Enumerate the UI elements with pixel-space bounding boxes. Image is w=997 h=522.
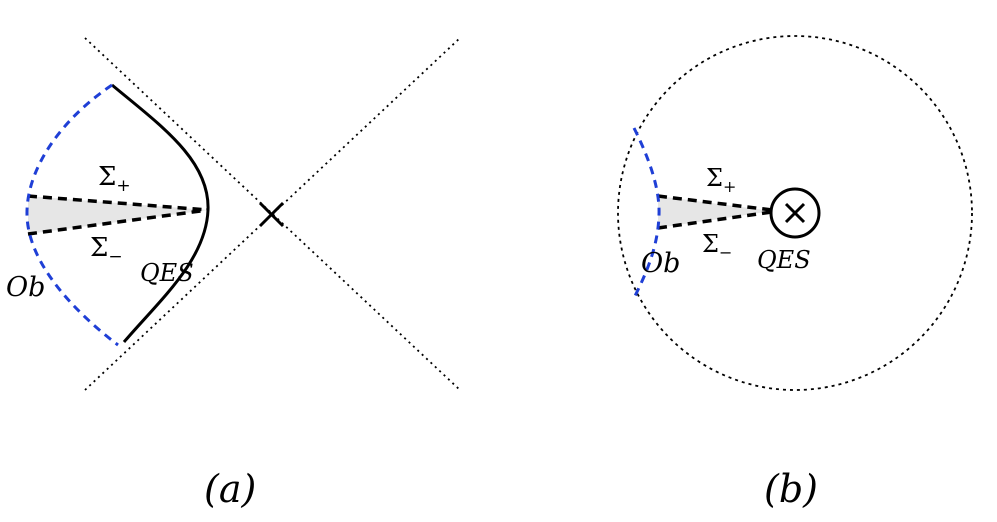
sigma-minus-label-b: Σ− (702, 230, 732, 262)
sigma-plus-label-a: Σ+ (98, 162, 131, 196)
qes-cross-icon (784, 202, 806, 224)
boundary-circle (617, 35, 973, 391)
ob-boundary-curve (25, 83, 119, 347)
panel-b-caption: (b) (764, 467, 818, 511)
horizon-line-2 (84, 37, 461, 391)
panel-b: Σ+ Σ− QES Ob (b) (617, 35, 973, 511)
panel-a-caption: (a) (204, 467, 256, 511)
horizon-line-1 (84, 37, 461, 391)
qes-curve (111, 83, 210, 343)
sigma-plus-label-b: Σ+ (706, 164, 736, 196)
wedge-region (28, 196, 208, 234)
qes-label-b: QES (757, 246, 811, 274)
ob-label-b: Ob (641, 248, 680, 279)
sigma-minus-label-a: Σ− (90, 233, 123, 267)
bifurcation-x-mark (258, 201, 285, 228)
qes-label-a: QES (140, 259, 194, 287)
sigma-plus-line (27, 194, 209, 212)
wedge-region-b (658, 196, 772, 228)
ob-boundary-arc (632, 127, 661, 299)
sigma-minus-line-b (657, 210, 773, 230)
ob-label-a: Ob (6, 272, 45, 303)
sigma-minus-line (27, 208, 209, 236)
sigma-plus-line-b (657, 194, 773, 212)
panel-a: Σ+ Σ− QES Ob (a) (6, 37, 461, 511)
